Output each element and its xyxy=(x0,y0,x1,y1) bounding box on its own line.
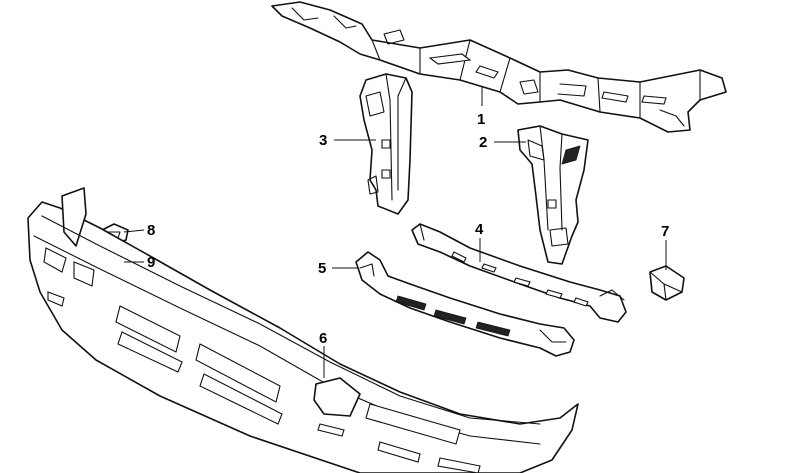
part-7-small-bracket xyxy=(649,265,685,301)
part-2-right-support xyxy=(517,125,589,265)
callout-8: 8 xyxy=(147,222,155,239)
part-5-bumper-carrier xyxy=(355,251,575,357)
leader-8 xyxy=(123,229,145,233)
callout-2: 2 xyxy=(479,134,487,151)
leader-lines xyxy=(123,86,667,378)
part-3-left-support xyxy=(359,73,413,215)
callout-7: 7 xyxy=(661,223,669,240)
callout-labels: 1 2 3 4 5 6 7 8 9 xyxy=(147,111,669,347)
part-4-lower-rail xyxy=(411,223,627,323)
callout-4: 4 xyxy=(475,221,484,238)
callout-1: 1 xyxy=(477,111,485,128)
callout-6: 6 xyxy=(319,330,327,347)
callout-5: 5 xyxy=(318,260,326,277)
callout-9: 9 xyxy=(147,254,155,271)
callout-3: 3 xyxy=(319,132,327,149)
part-6-bumper-cover xyxy=(27,187,579,473)
part-1-front-carrier xyxy=(271,1,727,133)
